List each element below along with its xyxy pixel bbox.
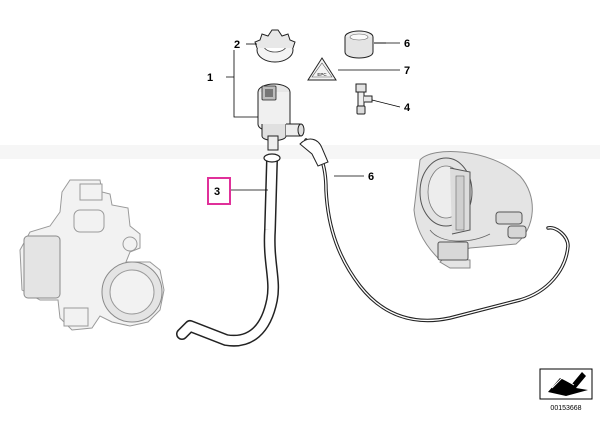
callout-1: 1 <box>207 72 213 84</box>
arrow-corner-icon <box>539 368 593 400</box>
charcoal-canister <box>413 151 533 269</box>
watermark-band <box>0 145 600 159</box>
callout-2: 2 <box>234 39 240 51</box>
callout-4: 4 <box>404 102 411 114</box>
callout-7: 7 <box>404 65 410 77</box>
warning-label: EPC <box>307 57 337 81</box>
document-number: 00153668 <box>550 405 581 412</box>
purge-valve <box>257 83 305 151</box>
callout-6-top: 6 <box>404 38 410 50</box>
connector-clip <box>355 83 373 115</box>
retaining-ring <box>254 29 296 63</box>
throttle-body-ghost <box>19 179 165 331</box>
warning-label-text: EPC <box>317 72 327 77</box>
callout-3-highlight <box>207 177 231 205</box>
callout-6-hose: 6 <box>368 171 374 183</box>
cap <box>344 30 374 59</box>
callout-3: 3 <box>214 186 220 198</box>
